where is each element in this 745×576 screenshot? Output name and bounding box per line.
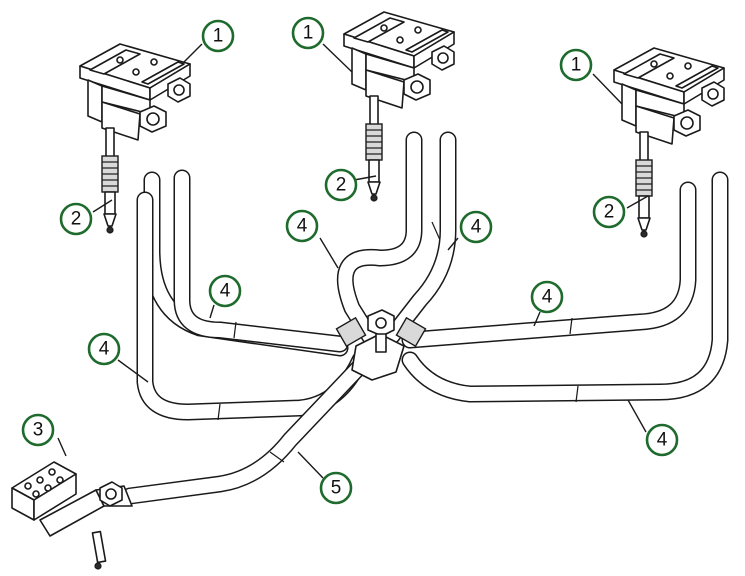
junction-terminal [335,309,427,381]
callout-4-right-lower: 4 [645,423,679,457]
callout-3: 3 [21,413,55,447]
callout-2-center: 2 [324,168,358,202]
callout-label: 1 [303,23,314,44]
callout-label: 4 [220,281,231,302]
callout-1-right: 1 [559,48,593,82]
callout-4-left-lower: 4 [87,332,121,366]
cable-group [121,131,729,505]
callout-1-center: 1 [291,16,325,50]
callout-5: 5 [319,471,353,505]
callout-label: 4 [542,287,553,308]
callout-label: 3 [33,420,44,441]
terminal-box [11,461,133,570]
callout-label: 1 [571,55,582,76]
callouts: 1 1 1 2 2 2 3 4 [21,16,679,505]
callout-label: 2 [604,202,615,223]
callout-2-right: 2 [592,195,626,229]
callout-1-left: 1 [201,19,235,53]
callout-label: 4 [99,339,110,360]
brush-holder-center [343,11,455,202]
callout-2-left: 2 [59,202,93,236]
callout-label: 2 [71,209,82,230]
callout-label: 4 [471,217,482,238]
callout-4-center-right: 4 [459,210,493,244]
callout-label: 1 [213,26,224,47]
callout-label: 4 [297,216,308,237]
callout-label: 4 [657,430,668,451]
brush-holder-right [613,47,725,238]
callout-4-right-upper: 4 [530,280,564,314]
callout-label: 5 [331,478,342,499]
callout-4-left-upper: 4 [208,274,242,308]
callout-label: 2 [336,175,347,196]
leader-lines [57,43,649,479]
callout-4-center-left: 4 [285,209,319,243]
